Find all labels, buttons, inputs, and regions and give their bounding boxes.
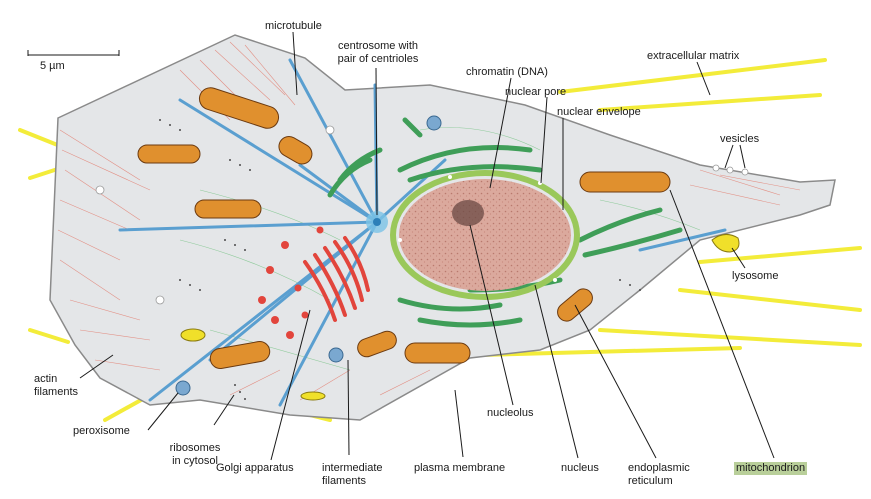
label-nuclear-pore: nuclear pore xyxy=(505,86,567,98)
label-ribosomes: ribosomes in cytosol xyxy=(150,442,240,468)
label-nucleus: nucleus xyxy=(561,462,599,474)
nuclear-envelope xyxy=(390,170,580,300)
label-actin-line-1: actin xyxy=(34,373,58,385)
golgi-vesicles xyxy=(258,226,324,339)
scale-bar xyxy=(27,50,120,56)
label-extracellular-matrix: extracellular matrix xyxy=(647,50,740,62)
ribosomes xyxy=(159,119,641,400)
golgi-stacks xyxy=(303,236,370,322)
label-mitochondrion: mitochondrion xyxy=(734,462,808,475)
scale-bar-label: 5 µm xyxy=(40,60,65,72)
label-chromatin: chromatin (DNA) xyxy=(466,66,548,78)
label-peroxisome: peroxisome xyxy=(73,425,130,437)
label-actin-filaments: actin filaments xyxy=(34,373,78,399)
nucleus xyxy=(390,170,580,300)
label-intermediate-line-1: intermediate xyxy=(322,462,383,474)
peroxisomes xyxy=(175,115,442,396)
leader-lines xyxy=(79,31,775,461)
label-intermediate-line-2: filaments xyxy=(322,475,367,487)
label-vesicles: vesicles xyxy=(720,133,760,145)
label-nuclear-envelope: nuclear envelope xyxy=(557,106,641,118)
label-er: endoplasmic reticulum xyxy=(628,462,690,488)
label-er-line-2: reticulum xyxy=(628,475,673,487)
label-golgi: Golgi apparatus xyxy=(216,462,294,474)
label-actin-line-2: filaments xyxy=(34,386,79,398)
label-intermediate-filaments: intermediate filaments xyxy=(322,462,383,488)
label-centrosome-line-2: pair of centrioles xyxy=(337,53,419,65)
label-nucleolus: nucleolus xyxy=(487,407,534,419)
label-ribosomes-line-1: ribosomes xyxy=(169,442,221,454)
centrosome xyxy=(366,211,388,233)
chromatin xyxy=(399,179,571,291)
lysosomes xyxy=(180,234,740,401)
label-microtubule: microtubule xyxy=(265,20,322,32)
nucleolus-body xyxy=(452,200,484,226)
vesicles-small xyxy=(95,125,749,305)
label-centrosome: centrosome with pair of centrioles xyxy=(326,40,430,66)
label-er-line-1: endoplasmic xyxy=(628,462,690,474)
label-centrosome-line-1: centrosome with xyxy=(337,40,419,52)
label-ribosomes-line-2: in cytosol xyxy=(172,455,218,467)
label-lysosome: lysosome xyxy=(732,270,779,282)
label-plasma-membrane: plasma membrane xyxy=(414,462,506,474)
